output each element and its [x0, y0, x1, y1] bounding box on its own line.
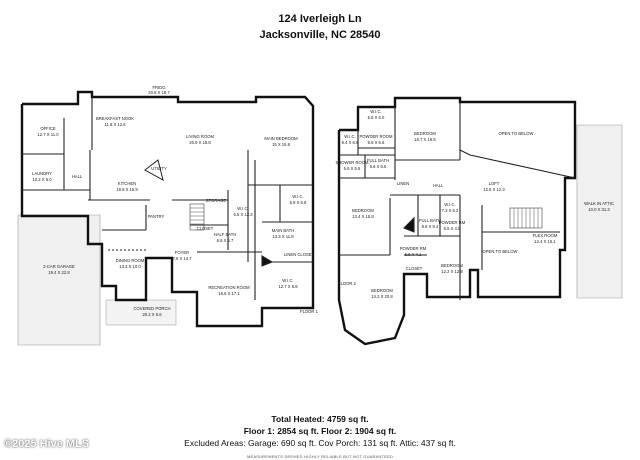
room-dims: 7.3 X 6.2	[442, 208, 459, 213]
room-dims: 19.8 X 15.9	[116, 187, 138, 192]
room-label: POWDER RM	[400, 246, 427, 251]
room-label: 2-CAR GARAGE	[43, 264, 75, 269]
room-label: FULL BATH	[367, 158, 389, 163]
room-dims: 6.6 X 5.6	[344, 166, 361, 171]
room-label: W.I.C.	[237, 206, 248, 211]
room-label: BEDROOM	[414, 131, 436, 136]
room-label: CLOSET	[406, 266, 423, 271]
room-dims: 20.8 X 18.7	[148, 90, 170, 95]
room-label: CLOSET	[197, 226, 214, 231]
room-dims: 5.8 X 6.0	[368, 115, 385, 120]
room-label: W.I.C.	[370, 109, 381, 114]
room-dims: 12.2 X 12.8	[441, 269, 463, 274]
room-dims: 7.6 X 14.7	[172, 256, 192, 261]
room-label: LAUNDRY	[32, 171, 52, 176]
floor-label: FLOOR 1	[300, 309, 319, 314]
room-label: BEDROOM	[371, 288, 393, 293]
room-dims: 15 X 16.8	[272, 142, 291, 147]
room-dims: 13.4 X 15.8	[352, 214, 374, 219]
room-dims: 12.4 X 15.1	[534, 239, 556, 244]
room-label: W.I.C.	[444, 202, 455, 207]
room-dims: 10.2 X 6.0	[32, 177, 52, 182]
total-heated: Total Heated: 4759 sq ft.	[271, 414, 369, 424]
room-label: RECREATION ROOM	[208, 285, 250, 290]
floor1-walls	[20, 90, 315, 328]
room-label: HALF BATH	[214, 232, 237, 237]
floor2-labels: W.I.C. 5.8 X 6.0 W.I.C. 8.4 X 6.6 POWDER…	[335, 109, 613, 299]
room-label: DINING ROOM	[116, 258, 145, 263]
room-dims: 8.4 X 6.6	[342, 140, 359, 145]
room-dims: 12.8 X 12.3	[483, 187, 505, 192]
room-label: PANTRY	[148, 214, 165, 219]
room-label: LIVING ROOM	[186, 134, 214, 139]
room-label: OPEN TO BELOW	[483, 249, 518, 254]
room-dims: 12.7 X 6.8	[278, 284, 298, 289]
room-label: W.I.C.	[282, 278, 293, 283]
room-label: MAIN BEDROOM	[264, 136, 298, 141]
room-dims: 6.6 X 6.6	[368, 140, 385, 145]
room-label: FULL BATH	[419, 218, 441, 223]
room-label: LINEN	[397, 181, 409, 186]
room-dims: 6.6 X 5.7	[217, 238, 234, 243]
room-dims: 11.8 X 12.6	[104, 122, 126, 127]
room-dims: 20.9 X 18.8	[189, 140, 211, 145]
room-label: COVERED PORCH	[134, 306, 171, 311]
room-dims: 6.6 X 4.1	[405, 252, 422, 257]
room-label: BEDROOM	[352, 208, 374, 213]
room-dims: 10.0 X 31.3	[588, 207, 610, 212]
floor1-interior	[22, 97, 313, 300]
mls-watermark: ©2025 Hive MLS	[4, 438, 90, 450]
floor2-excluded-areas	[576, 124, 623, 299]
floor1-outline	[20, 90, 315, 328]
excluded-areas: Excluded Areas: Garage: 690 sq ft. Cov P…	[184, 438, 456, 448]
address-line-1: 124 Iverleigh Ln	[278, 13, 362, 25]
room-label: MAIN BATH	[272, 228, 295, 233]
room-label: W.I.C.	[344, 134, 355, 139]
porch-area	[105, 299, 177, 326]
room-dims: 14.2 X 20.8	[371, 294, 393, 299]
room-label: FRIDG	[152, 85, 165, 90]
floor2-interior	[339, 102, 576, 300]
room-label: LINEN CLOSET	[284, 252, 315, 257]
room-dims: 13.3 X 11.8	[272, 234, 294, 239]
floor2-walls	[337, 96, 577, 346]
floor2-outline	[337, 96, 577, 346]
room-label: OFFICE	[40, 126, 56, 131]
address-line-2: Jacksonville, NC 28540	[259, 29, 381, 41]
room-label: FLEX ROOM	[533, 233, 558, 238]
room-label: WALK IN ATTIC	[584, 201, 614, 206]
room-label: HALL	[72, 174, 83, 179]
room-dims: 13.3 X 10.0	[119, 264, 141, 269]
floor-label: FLOOR 2	[338, 281, 357, 286]
floor-areas: Floor 1: 2854 sq ft. Floor 2: 1904 sq ft…	[243, 426, 397, 436]
room-dims: 12.7 X 11.0	[37, 132, 59, 137]
room-label: BEDROOM	[441, 263, 463, 268]
room-label: STORAGE	[206, 198, 227, 203]
room-dims: 16.7 X 16.8	[414, 137, 436, 142]
room-dims: 16.6 X 17.1	[218, 291, 240, 296]
attic-area	[576, 124, 623, 299]
room-dims: 6.6 X 6.5	[370, 164, 387, 169]
room-label: SHOWER ROOM	[335, 160, 369, 165]
room-label: POWDER RM	[439, 220, 466, 225]
room-dims: 6.5 X 12.3	[233, 212, 253, 217]
room-label: FOYER	[175, 250, 189, 255]
disclaimer: MEASUREMENTS DEEMED HIGHLY RELIABLE BUT …	[246, 454, 394, 459]
room-dims: 8.8 X 8.4	[422, 224, 439, 229]
room-dims: 19.4 X 22.8	[48, 270, 70, 275]
room-dims: 5.8 X 6.8	[290, 200, 307, 205]
room-label: KITCHEN	[118, 181, 136, 186]
room-label: HALL	[433, 183, 444, 188]
floor1-labels: OFFICE 12.7 X 11.0 LAUNDRY 10.2 X 6.0 HA…	[32, 85, 319, 317]
room-dims: 6.6 X 4.8	[444, 226, 461, 231]
room-dims: 20.2 X 6.6	[142, 312, 162, 317]
room-label: UTILITY	[151, 166, 167, 171]
floor1-excluded-areas	[17, 214, 177, 346]
room-label: BREAKFAST NOOK	[96, 116, 134, 121]
room-label: POWDER ROOM	[359, 134, 393, 139]
room-label: OPEN TO BELOW	[499, 131, 534, 136]
room-label: W.I.C.	[292, 194, 303, 199]
room-label: LOFT	[489, 181, 500, 186]
